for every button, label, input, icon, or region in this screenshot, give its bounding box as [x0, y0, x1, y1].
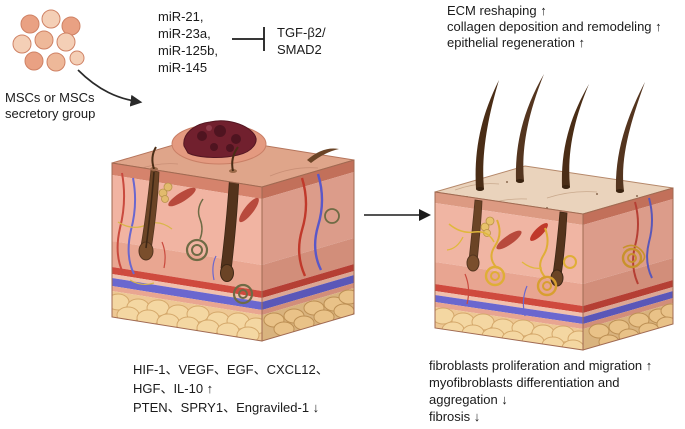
blood-vessel-red	[116, 172, 126, 274]
tgf-line1: TGF-β2/	[277, 25, 326, 40]
msc-group-label: MSCs or MSCs secretory group	[5, 90, 95, 122]
outcome-line: fibroblasts proliferation and migration …	[429, 358, 653, 373]
mirna-list: miR-21, miR-23a, miR-125b, miR-145	[158, 8, 218, 76]
fat-cells	[263, 289, 354, 337]
tgf-line2: SMAD2	[277, 42, 322, 57]
outcome-line: fibrosis ↓	[429, 409, 481, 424]
regenerating-gland-yellow	[446, 219, 577, 297]
factor-line: PTEN、SPRY1、Engraviled-1 ↓	[133, 400, 320, 415]
msc-cells	[12, 9, 85, 72]
hair-follicle	[220, 171, 240, 282]
inhibition-arrow	[232, 27, 265, 51]
top-right-effects: ECM reshaping ↑ collagen deposition and …	[447, 3, 662, 51]
tgf-smad-label: TGF-β2/ SMAD2	[277, 24, 326, 58]
factor-line: HIF-1、VEGF、EGF、CXCL12、	[133, 362, 329, 377]
arrector-muscle	[168, 187, 196, 207]
mirna-item: miR-145	[158, 60, 208, 75]
msc-group-label-line1: MSCs or MSCs	[5, 90, 95, 105]
skin-front-face	[112, 163, 262, 341]
regenerating-gland-yellow	[621, 244, 646, 269]
arrector-muscle	[496, 230, 522, 250]
effect-line: epithelial regeneration ↑	[447, 35, 586, 50]
outcome-line: aggregation ↓	[429, 392, 508, 407]
outcome-line: myofibroblasts differentiation and	[429, 375, 620, 390]
skin-front-face	[435, 192, 583, 350]
hair-stub	[151, 146, 157, 170]
wound-clot	[171, 120, 267, 165]
hair-stub	[231, 146, 239, 172]
blood-vessel-blue	[646, 197, 653, 279]
nerve-fiber	[129, 279, 155, 286]
hair-follicle	[466, 199, 495, 272]
arrector-muscle	[530, 223, 548, 241]
sweat-gland-coil	[185, 198, 209, 262]
hair-follicle	[138, 169, 173, 261]
hair-follicle	[550, 211, 568, 287]
wounded-skin-illustration	[111, 120, 355, 342]
secreted-factors: HIF-1、VEGF、EGF、CXCL12、 HGF、IL-10 ↑ PTEN、…	[133, 360, 329, 417]
skin-side-face	[583, 188, 673, 350]
msc-to-wound-arrow	[77, 69, 143, 107]
blood-vessel-red	[297, 177, 308, 277]
mirna-item: miR-21,	[158, 9, 204, 24]
healed-skin-illustration	[434, 74, 674, 351]
mirna-item: miR-23a,	[158, 26, 211, 41]
msc-cluster-icon	[12, 9, 143, 107]
skin-side-face	[262, 160, 354, 341]
blood-vessel-blue	[313, 173, 324, 271]
factor-line: HGF、IL-10 ↑	[133, 381, 214, 396]
bottom-right-effects: fibroblasts proliferation and migration …	[429, 357, 652, 425]
hair-shafts	[475, 74, 645, 193]
effect-line: ECM reshaping ↑	[447, 3, 547, 18]
blood-vessel-blue	[127, 177, 137, 275]
transition-arrow	[364, 209, 431, 221]
mirna-item: miR-125b,	[158, 43, 218, 58]
arrector-muscle	[239, 197, 259, 223]
msc-group-label-line2: secretory group	[5, 106, 96, 121]
sweat-gland-coil	[324, 208, 340, 224]
effect-line: collagen deposition and remodeling ↑	[447, 19, 662, 34]
sweat-gland-coil	[232, 283, 254, 305]
lying-hair	[307, 148, 339, 163]
